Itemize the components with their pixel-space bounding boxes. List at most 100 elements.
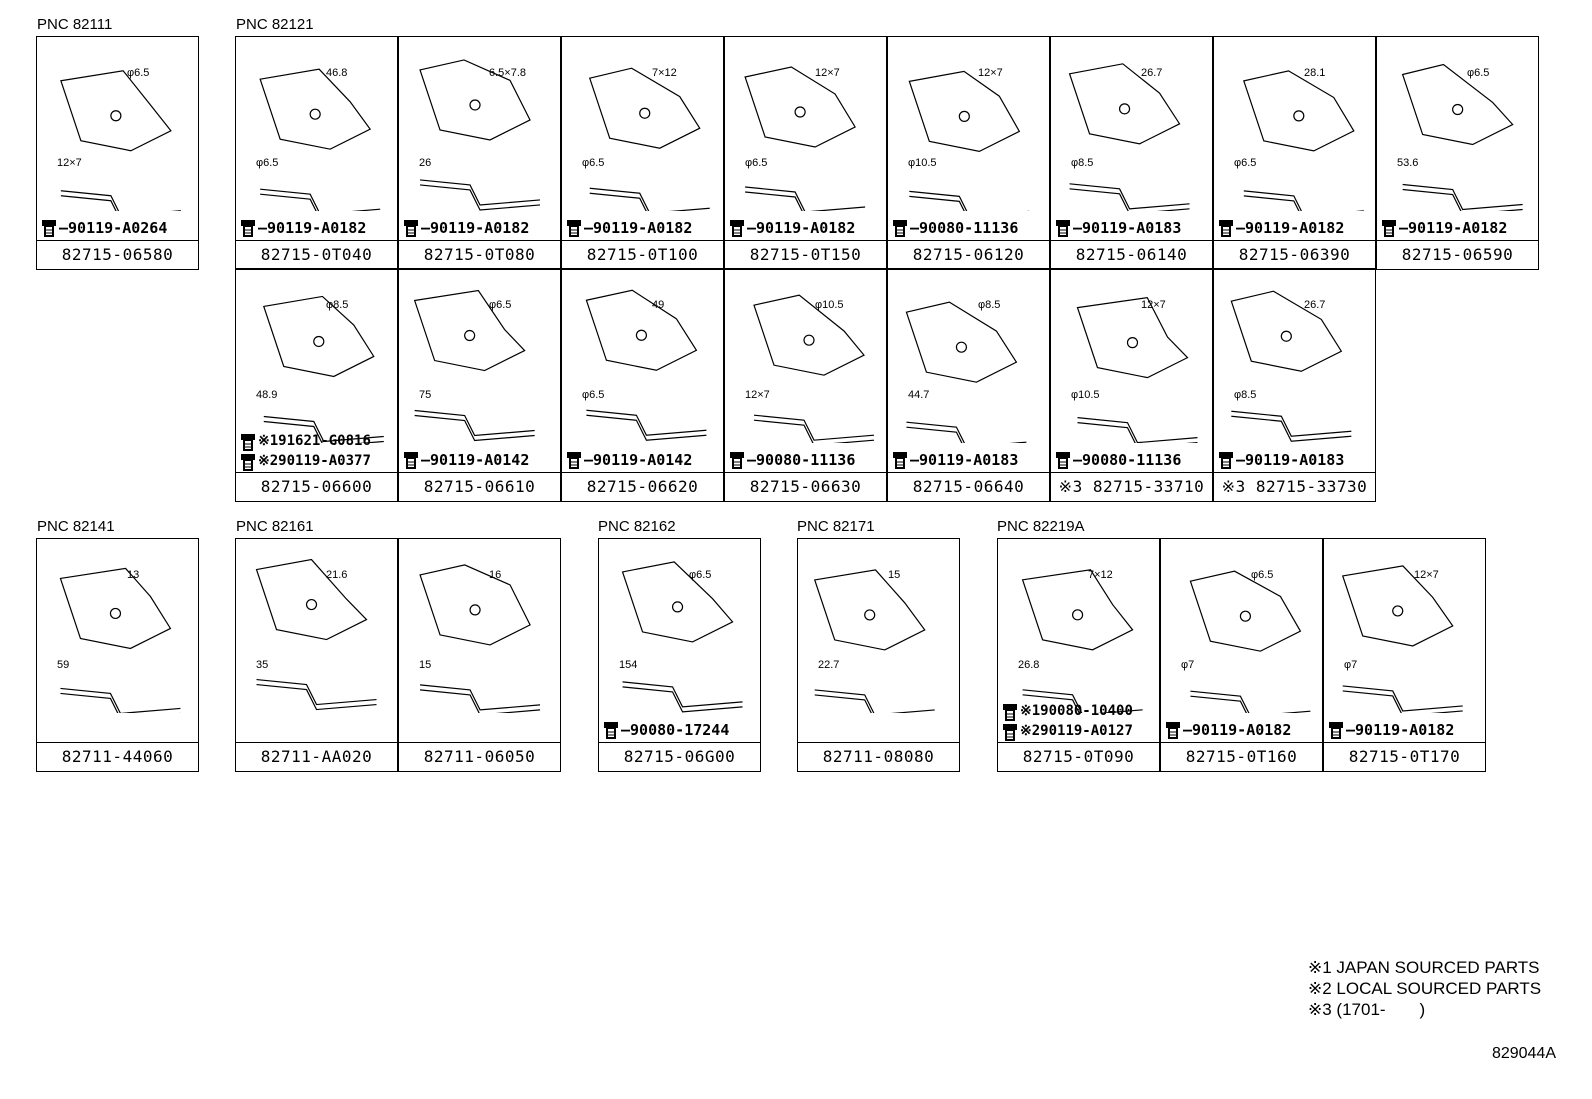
part-number: 82715-06630: [725, 472, 886, 501]
part-drawing: [59, 567, 181, 713]
bolt-icon: [893, 452, 907, 469]
dimension-label: 21.6: [326, 569, 348, 581]
bolt-part-number: —90119-A0182: [1218, 219, 1344, 237]
bolt-icon: [1219, 452, 1233, 469]
footnote: ※2 LOCAL SOURCED PARTS: [1308, 979, 1542, 998]
bolt-part-number: —90119-A0182: [1165, 721, 1291, 739]
bolt-icon: [1003, 724, 1017, 741]
footnote: ※3 (1701- ): [1308, 1000, 1426, 1019]
part-number: 82715-0T160: [1161, 742, 1322, 771]
dimension-label: 46.8: [326, 67, 348, 79]
part-drawing: [753, 294, 875, 443]
dimension-label: 48.9: [256, 389, 278, 401]
bolt-icon: [1166, 722, 1180, 739]
dimension-label: 7×12: [1088, 569, 1113, 581]
part-drawing: [744, 66, 866, 211]
part-drawing: [60, 70, 181, 211]
dimension-label: 75: [419, 389, 432, 401]
dimension-label: 26: [419, 157, 432, 169]
part-number: 82715-06600: [236, 472, 397, 501]
footnote: ※1 JAPAN SOURCED PARTS: [1308, 958, 1540, 977]
bolt-part-number: —90119-A0182: [1328, 721, 1454, 739]
part-drawing: [1021, 569, 1143, 713]
part-number: 82715-06120: [888, 240, 1049, 269]
part-number: 82715-06640: [888, 472, 1049, 501]
pnc-label: PNC 82111: [37, 16, 113, 33]
part-drawing: [259, 68, 381, 211]
part-number: 82711-AA020: [236, 742, 397, 771]
dimension-label: φ6.5: [582, 157, 605, 169]
part-drawing: [588, 67, 710, 211]
part-drawing: [1068, 63, 1190, 211]
bolt-icon: [893, 220, 907, 237]
dimension-label: 35: [256, 659, 269, 671]
dimension-label: φ8.5: [326, 299, 349, 311]
dimension-label: 53.6: [1397, 157, 1419, 169]
dimension-label: 6.5×7.8: [489, 67, 527, 79]
part-drawing: [908, 70, 1030, 211]
dimension-label: 15: [419, 659, 432, 671]
part-number: 82715-0T100: [562, 240, 723, 269]
dimension-label: 7×12: [652, 67, 677, 79]
bolt-part-number: —90119-A0182: [729, 219, 855, 237]
bolt-part-number: —90119-A0142: [403, 451, 529, 469]
bolt-icon: [567, 220, 581, 237]
dimension-label: 12×7: [745, 389, 770, 401]
bolt-icon: [1003, 704, 1017, 721]
bolt-icon: [241, 454, 255, 471]
bolt-icon: [1056, 220, 1070, 237]
bolt-part-number: —90119-A0182: [566, 219, 692, 237]
dimension-label: 12×7: [57, 157, 82, 169]
bolt-icon: [241, 434, 255, 451]
dimension-label: φ10.5: [908, 157, 937, 169]
dimension-label: 22.7: [818, 659, 840, 671]
dimension-label: φ6.5: [745, 157, 768, 169]
pnc-label: PNC 82141: [37, 518, 115, 535]
part-number: 82715-06580: [37, 240, 198, 269]
footnotes: ※1 JAPAN SOURCED PARTS ※2 LOCAL SOURCED …: [1308, 957, 1541, 1020]
dimension-label: φ8.5: [978, 299, 1001, 311]
part-drawing: [1076, 296, 1198, 443]
dimension-label: 154: [619, 659, 638, 671]
pnc-label: PNC 82121: [236, 16, 314, 33]
dimension-label: 12×7: [1141, 299, 1166, 311]
part-number: 82715-0T090: [998, 742, 1159, 771]
dimension-label: 26.7: [1304, 299, 1326, 311]
part-drawing: [419, 564, 541, 713]
bolt-part-number: ※290119-A0377: [240, 453, 371, 471]
part-number: 82715-06620: [562, 472, 723, 501]
bolt-icon: [404, 452, 418, 469]
dimension-label: φ7: [1344, 659, 1358, 671]
part-drawing: [262, 295, 384, 443]
bolt-icon: [604, 722, 618, 739]
bolt-icon: [404, 220, 418, 237]
part-drawing: [1401, 63, 1523, 211]
dimension-label: φ6.5: [582, 389, 605, 401]
dimension-label: 28.1: [1304, 67, 1326, 79]
part-number: 82715-0T080: [399, 240, 560, 269]
part-number: ※3 82715-33710: [1051, 472, 1212, 501]
dimension-label: 59: [57, 659, 70, 671]
part-drawing: [621, 561, 743, 713]
part-drawing: [1230, 290, 1352, 442]
part-number: 82711-08080: [798, 742, 959, 771]
dimension-label: φ10.5: [815, 299, 844, 311]
bolt-icon: [241, 220, 255, 237]
part-number: ※3 82715-33730: [1214, 472, 1375, 501]
dimension-label: 12×7: [1414, 569, 1439, 581]
